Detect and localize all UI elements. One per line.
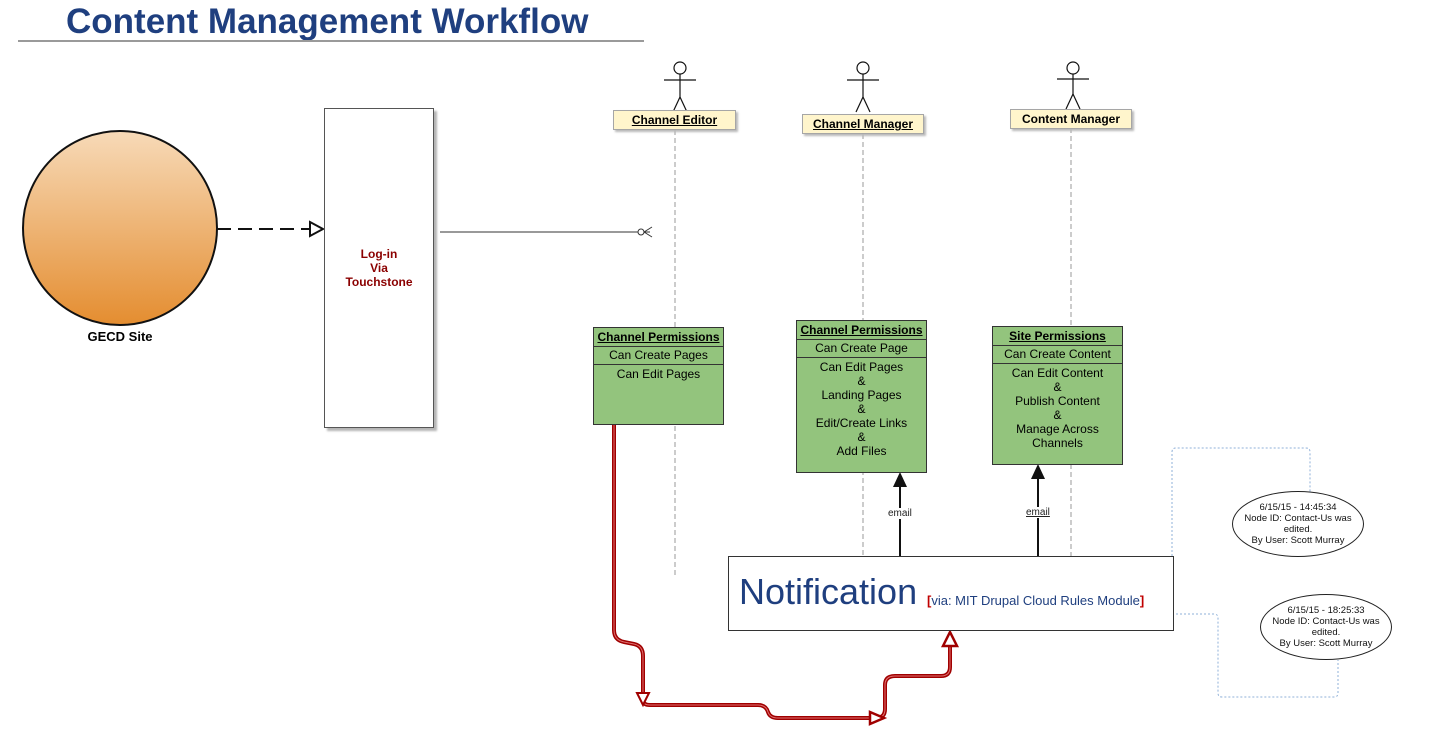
permissions-box-channel-manager[interactable]: Channel Permissions Can Create Page Can … — [796, 320, 927, 473]
log-line: Node ID: Contact-Us was — [1244, 513, 1352, 524]
permission-item: Can Edit Content — [1011, 366, 1104, 380]
email-label: email — [887, 508, 913, 519]
title-underline — [18, 40, 644, 42]
connector-crow-foot — [643, 231, 653, 238]
log-line: 6/15/15 - 18:25:33 — [1287, 605, 1365, 616]
workflow-arrow-highlight — [613, 425, 951, 719]
bracket-open: [ — [927, 593, 932, 608]
permission-item: Manage Across — [1016, 422, 1099, 436]
permission-item: Edit/Create Links — [815, 416, 908, 430]
workflow-arrowhead-down — [635, 692, 651, 708]
connector-end-circle — [637, 228, 645, 236]
permission-item: Add Files — [836, 444, 887, 458]
permission-item: & — [1053, 408, 1062, 422]
actor-channel-manager[interactable] — [847, 61, 879, 113]
log-entry-ellipse[interactable]: 6/15/15 - 18:25:33 Node ID: Contact-Us w… — [1260, 594, 1392, 660]
permissions-header: Channel Permissions — [594, 328, 723, 347]
notification-via: via: MIT Drupal Cloud Rules Module — [931, 593, 1140, 608]
permission-list: Can Edit Pages — [594, 365, 723, 381]
permission-item: Publish Content — [1015, 394, 1100, 408]
log-entry-ellipse[interactable]: 6/15/15 - 14:45:34 Node ID: Contact-Us w… — [1232, 491, 1364, 557]
gecd-site-circle[interactable] — [22, 130, 218, 326]
permissions-box-content-manager[interactable]: Site Permissions Can Create Content Can … — [992, 326, 1123, 465]
permission-item: Can Edit Pages — [616, 367, 701, 381]
log-line: edited. — [1311, 627, 1341, 638]
log-line: Node ID: Contact-Us was — [1272, 616, 1380, 627]
role-label-channel-manager[interactable]: Channel Manager — [802, 114, 924, 134]
permission-item: Can Edit Pages — [819, 360, 904, 374]
role-label-text: Channel Manager — [812, 117, 914, 131]
email-label: email — [1025, 507, 1051, 518]
actor-channel-editor[interactable] — [664, 61, 696, 113]
bracket-close: ] — [1139, 593, 1145, 608]
email-arrowhead-content-manager — [1031, 464, 1045, 479]
permission-list: Can Edit Content & Publish Content & Man… — [993, 364, 1122, 450]
role-label-content-manager[interactable]: Content Manager — [1010, 109, 1132, 129]
log-line: By User: Scott Murray — [1251, 535, 1345, 546]
permission-item: Landing Pages — [821, 388, 902, 402]
notification-box[interactable]: Notification [via: MIT Drupal Cloud Rule… — [728, 556, 1174, 631]
role-label-text: Channel Editor — [631, 113, 718, 127]
log-line: By User: Scott Murray — [1279, 638, 1373, 649]
login-line: Touchstone — [345, 275, 413, 289]
permissions-header: Site Permissions — [993, 327, 1122, 346]
login-text: Log-in Via Touchstone — [325, 247, 433, 289]
permission-item: Can Create Content — [993, 346, 1122, 364]
permission-item: & — [857, 430, 866, 444]
workflow-arrowhead-right — [868, 710, 888, 726]
connector-crow-foot — [643, 226, 653, 233]
log-line: edited. — [1283, 524, 1313, 535]
actor-content-manager[interactable] — [1057, 61, 1089, 110]
dotted-link-log-2 — [1172, 613, 1339, 698]
email-arrowhead-channel-manager — [893, 472, 907, 487]
workflow-arrowhead-up — [940, 629, 960, 648]
permission-list: Can Edit Pages & Landing Pages & Edit/Cr… — [797, 358, 926, 458]
permission-item: Can Create Page — [797, 340, 926, 358]
gecd-site-label: GECD Site — [87, 329, 153, 344]
notification-subtitle: [via: MIT Drupal Cloud Rules Module] — [927, 593, 1144, 608]
permissions-box-channel-editor[interactable]: Channel Permissions Can Create Pages Can… — [593, 327, 724, 425]
login-box[interactable]: Log-in Via Touchstone — [324, 108, 434, 428]
permission-item: & — [857, 402, 866, 416]
permission-item: & — [1053, 380, 1062, 394]
role-label-channel-editor[interactable]: Channel Editor — [613, 110, 736, 130]
notification-title: Notification — [739, 571, 918, 612]
role-label-text: Content Manager — [1021, 112, 1120, 126]
log-line: 6/15/15 - 14:45:34 — [1259, 502, 1337, 513]
permission-item: & — [857, 374, 866, 388]
site-to-login-arrowhead — [309, 220, 326, 238]
diagram-title: Content Management Workflow — [66, 2, 589, 41]
login-line: Via — [370, 261, 388, 275]
permission-item: Can Create Pages — [594, 347, 723, 365]
login-line: Log-in — [360, 247, 398, 261]
permissions-header: Channel Permissions — [797, 321, 926, 340]
permission-item: Channels — [1032, 436, 1083, 450]
